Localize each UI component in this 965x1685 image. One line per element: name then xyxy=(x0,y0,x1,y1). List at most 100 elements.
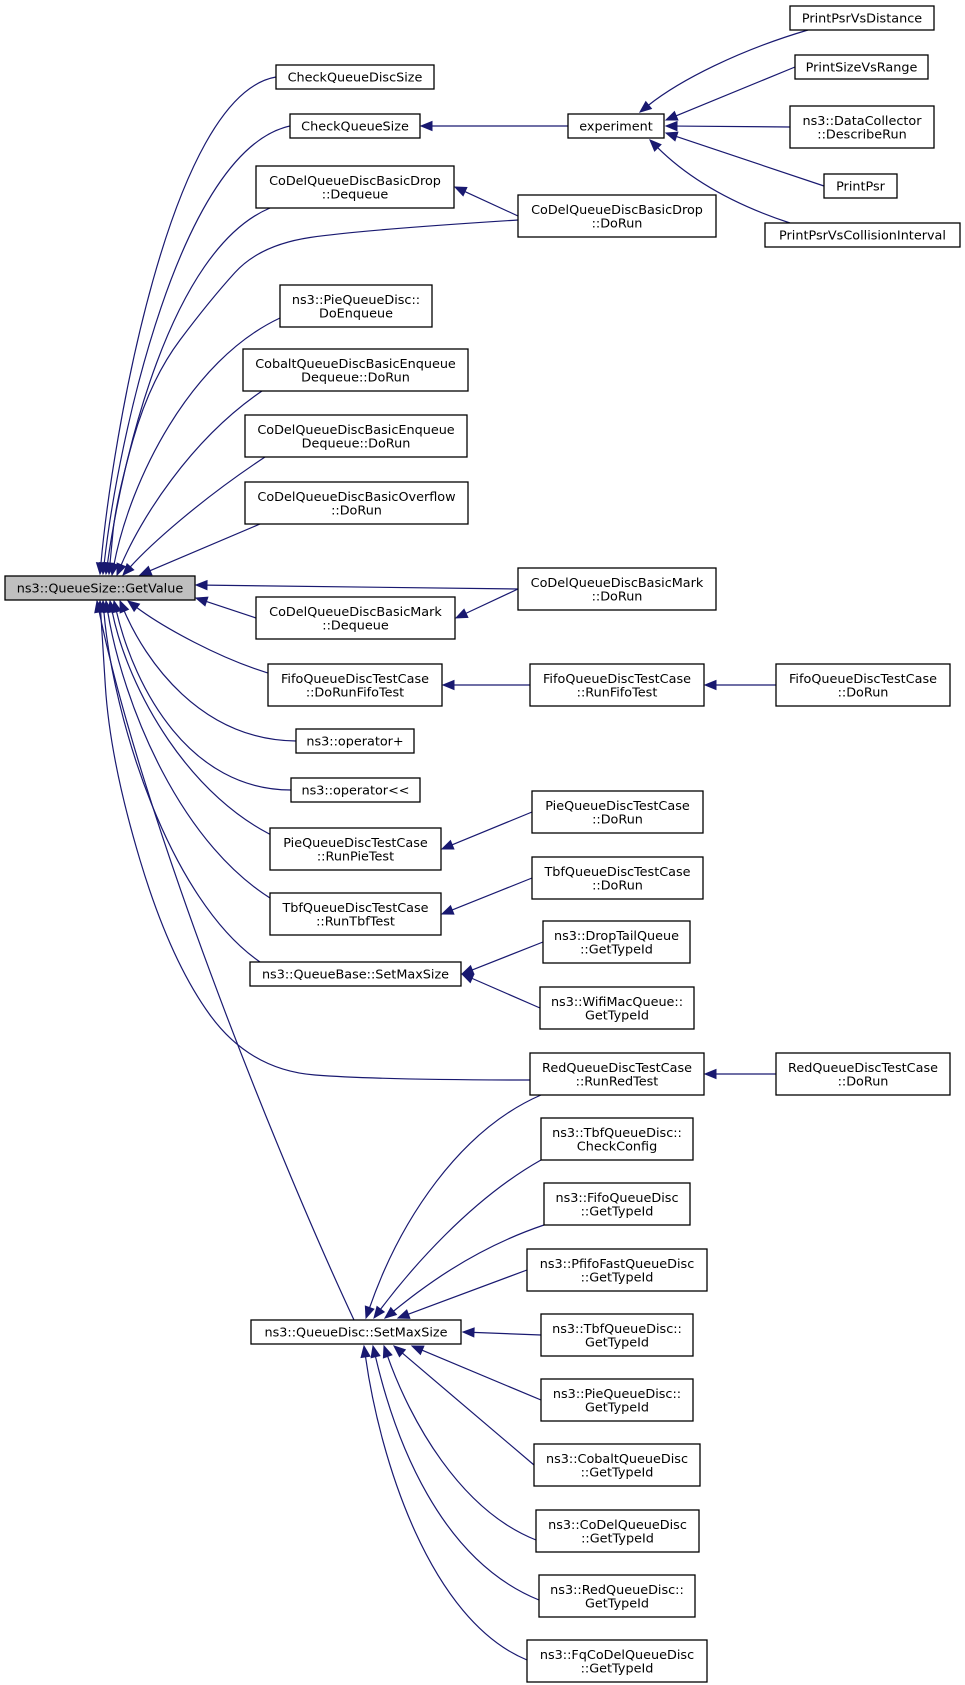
node-box xyxy=(543,1182,691,1226)
node-droptail-gettypeid[interactable]: ns3::DropTailQueue::GetTypeId xyxy=(542,920,691,964)
edge-line xyxy=(451,811,533,846)
node-label: GetTypeId xyxy=(585,1400,649,1415)
node-cobalt-gettypeid[interactable]: ns3::CobaltQueueDisc::GetTypeId xyxy=(533,1443,701,1487)
node-label: GetTypeId xyxy=(585,1596,649,1611)
edge-line xyxy=(420,1349,542,1401)
node-fifo-dorunfifotest[interactable]: FifoQueueDiscTestCase::DoRunFifoTest xyxy=(267,663,443,707)
node-label: ns3::QueueDisc::SetMaxSize xyxy=(264,1326,447,1341)
node-box xyxy=(789,105,935,149)
node-data-collector-describe-run[interactable]: ns3::DataCollector::DescribeRun xyxy=(789,105,935,149)
node-box xyxy=(764,222,961,248)
node-pie-queue-disc-doenqueue[interactable]: ns3::PieQueueDisc::DoEnqueue xyxy=(279,284,433,328)
edge-line xyxy=(98,610,355,1321)
node-box xyxy=(794,54,929,80)
node-box xyxy=(542,920,691,964)
node-codel-basic-mark-dorun[interactable]: CoDelQueueDiscBasicMark::DoRun xyxy=(517,567,717,611)
node-box xyxy=(517,194,717,238)
edge-fifo_gettypeid-to-queuedisc_setmaxsize xyxy=(383,1224,545,1319)
node-pie-dorun[interactable]: PieQueueDiscTestCase::DoRun xyxy=(531,790,704,834)
edge-line xyxy=(103,610,261,963)
node-label: Dequeue::DoRun xyxy=(301,370,410,385)
arrowhead-icon xyxy=(703,1068,717,1080)
node-label: CobaltQueueDiscBasicEnqueue xyxy=(255,357,456,372)
node-box xyxy=(529,663,705,707)
node-box xyxy=(775,1052,951,1096)
edge-line xyxy=(401,1352,535,1466)
node-print-psr-vs-distance[interactable]: PrintPsrVsDistance xyxy=(789,5,935,31)
node-label: DoEnqueue xyxy=(319,306,393,321)
edge-codel_gettypeid-to-queuedisc_setmaxsize xyxy=(382,1344,537,1541)
node-label: ::DoRun xyxy=(592,878,643,893)
node-experiment[interactable]: experiment xyxy=(567,113,665,139)
node-wifimac-gettypeid[interactable]: ns3::WifiMacQueue::GetTypeId xyxy=(539,986,695,1030)
edge-pie_dorun-to-pie_runpietest xyxy=(440,811,533,850)
node-red-gettypeid[interactable]: ns3::RedQueueDisc::GetTypeId xyxy=(538,1574,696,1618)
node-label: ::RunFifoTest xyxy=(577,685,658,700)
node-label: ns3::TbfQueueDisc:: xyxy=(552,1322,682,1337)
node-label: ::RunPieTest xyxy=(317,849,394,864)
edge-line xyxy=(656,146,791,224)
node-fifo-gettypeid[interactable]: ns3::FifoQueueDisc::GetTypeId xyxy=(543,1182,691,1226)
node-label: ns3::operator+ xyxy=(306,735,403,750)
edge-red_gettypeid-to-queuedisc_setmaxsize xyxy=(370,1344,540,1601)
node-label: ::DoRun xyxy=(838,685,889,700)
edge-print_psr-to-experiment xyxy=(664,131,825,187)
node-codel-gettypeid[interactable]: ns3::CoDelQueueDisc::GetTypeId xyxy=(535,1509,700,1553)
node-tbf-runtbftest[interactable]: TbfQueueDiscTestCase::RunTbfTest xyxy=(269,892,442,936)
edge-line xyxy=(148,523,261,572)
edge-codel_basic_drop_dorun-to-codel_basic_drop_dequeue xyxy=(453,186,519,217)
arrowhead-icon xyxy=(419,120,433,132)
node-box xyxy=(535,1509,700,1553)
node-codel-basic-mark-dequeue[interactable]: CoDelQueueDiscBasicMark::Dequeue xyxy=(255,596,456,640)
node-label: ns3::CoDelQueueDisc xyxy=(548,1518,687,1533)
node-label: ns3::FqCoDelQueueDisc xyxy=(540,1648,694,1663)
edge-line xyxy=(392,1224,545,1313)
node-codel-basic-drop-dorun[interactable]: CoDelQueueDiscBasicDrop::DoRun xyxy=(517,194,717,238)
edge-line xyxy=(675,135,825,187)
node-red-dorun[interactable]: RedQueueDiscTestCase::DoRun xyxy=(775,1052,951,1096)
node-print-psr[interactable]: PrintPsr xyxy=(823,173,898,199)
node-red-runredtest[interactable]: RedQueueDiscTestCase::RunRedTest xyxy=(529,1052,705,1096)
node-queuebase-setmaxsize[interactable]: ns3::QueueBase::SetMaxSize xyxy=(249,961,462,987)
node-queuedisc-setmaxsize[interactable]: ns3::QueueDisc::SetMaxSize xyxy=(250,1319,462,1345)
node-tbf-dorun[interactable]: TbfQueueDiscTestCase::DoRun xyxy=(531,856,704,900)
node-print-size-vs-range[interactable]: PrintSizeVsRange xyxy=(794,54,929,80)
node-box xyxy=(290,777,421,803)
node-box xyxy=(517,567,717,611)
node-tbf-checkconfig[interactable]: ns3::TbfQueueDisc::CheckConfig xyxy=(540,1117,694,1161)
node-box xyxy=(4,575,196,601)
node-label: ns3::QueueSize::GetValue xyxy=(17,582,184,597)
node-pie-runpietest[interactable]: PieQueueDiscTestCase::RunPieTest xyxy=(269,827,442,871)
node-box xyxy=(526,1639,708,1683)
node-box xyxy=(244,481,469,525)
edge-line xyxy=(120,390,263,567)
edge-line xyxy=(100,76,277,565)
node-operator-plus[interactable]: ns3::operator+ xyxy=(295,728,415,754)
edge-line xyxy=(647,29,809,107)
node-pfifofast-gettypeid[interactable]: ns3::PfifoFastQueueDisc::GetTypeId xyxy=(526,1248,708,1292)
edge-tbf_runtbftest-to-root xyxy=(102,599,283,906)
node-fqcodel-gettypeid[interactable]: ns3::FqCoDelQueueDisc::GetTypeId xyxy=(526,1639,708,1683)
node-check-queue-size[interactable]: CheckQueueSize xyxy=(289,113,421,139)
node-box xyxy=(529,1052,705,1096)
arrowhead-icon xyxy=(441,679,455,691)
node-codel-basic-drop-dequeue[interactable]: CoDelQueueDiscBasicDrop::Dequeue xyxy=(255,165,455,209)
node-root[interactable]: ns3::QueueSize::GetValue xyxy=(4,575,196,601)
node-operator-shift[interactable]: ns3::operator<< xyxy=(290,777,421,803)
edge-cobalt_gettypeid-to-queuedisc_setmaxsize xyxy=(392,1345,535,1466)
node-pie-gettypeid[interactable]: ns3::PieQueueDisc::GetTypeId xyxy=(540,1378,694,1422)
node-label: ::DoRun xyxy=(331,503,382,518)
node-check-queue-disc-size[interactable]: CheckQueueDiscSize xyxy=(275,64,435,90)
node-label: ::DoRun xyxy=(838,1074,889,1089)
node-box xyxy=(526,1248,708,1292)
node-label: ::GetTypeId xyxy=(581,1270,654,1285)
node-cobalt-basic-enqueue-dequeue-dorun[interactable]: CobaltQueueDiscBasicEnqueueDequeue::DoRu… xyxy=(242,348,469,392)
arrowhead-icon xyxy=(396,1309,411,1319)
node-codel-basic-overflow-dorun[interactable]: CoDelQueueDiscBasicOverflow::DoRun xyxy=(244,481,469,525)
node-fifo-dorun[interactable]: FifoQueueDiscTestCase::DoRun xyxy=(775,663,951,707)
node-tbf-gettypeid[interactable]: ns3::TbfQueueDisc::GetTypeId xyxy=(540,1313,694,1357)
node-fifo-runfifotest[interactable]: FifoQueueDiscTestCase::RunFifoTest xyxy=(529,663,705,707)
node-print-psr-vs-collision-interval[interactable]: PrintPsrVsCollisionInterval xyxy=(764,222,961,248)
edge-line xyxy=(386,1355,537,1541)
